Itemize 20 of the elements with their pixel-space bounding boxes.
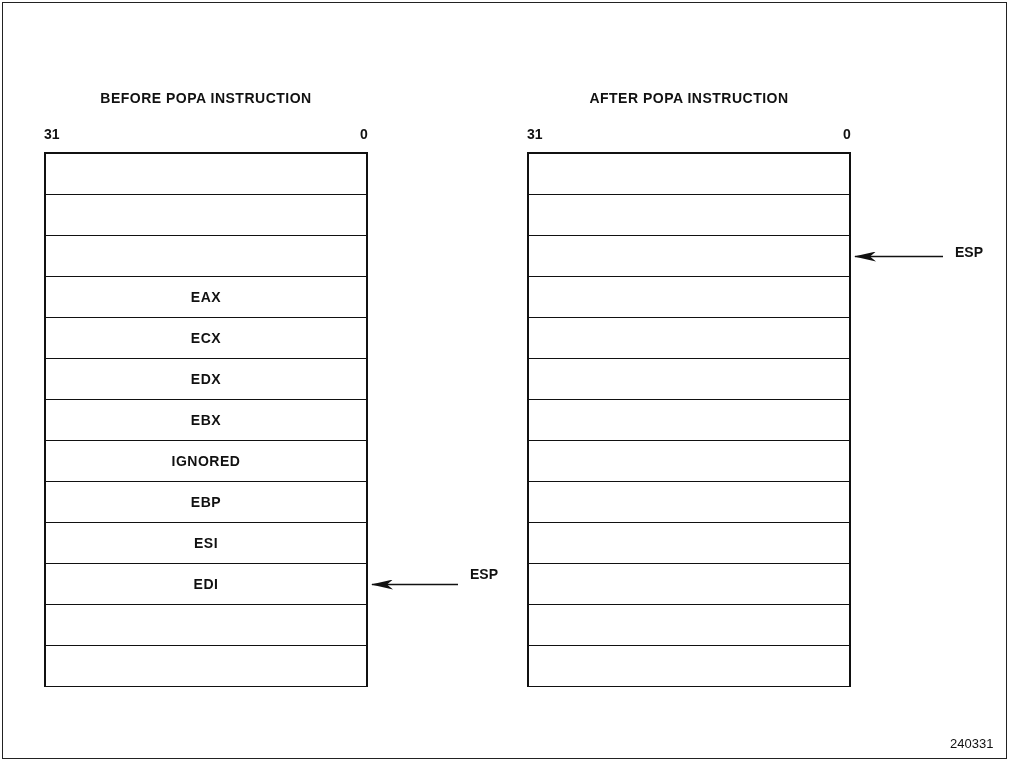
register-slot: ESI: [46, 523, 366, 564]
bit-number: 0: [843, 126, 851, 142]
pointer-label: ESP: [470, 566, 498, 582]
arrow: [854, 251, 944, 262]
memory-stack: [44, 90, 368, 687]
pointer-label: ESP: [955, 244, 983, 260]
register-slot: ECX: [46, 318, 366, 359]
arrow: [371, 579, 459, 590]
bit-number: 31: [44, 126, 60, 142]
register-slot: EBX: [46, 400, 366, 441]
stack-heading: AFTER POPA INSTRUCTION: [588, 90, 790, 106]
stack-heading: BEFORE POPA INSTRUCTION: [99, 90, 313, 106]
register-slot: IGNORED: [46, 441, 366, 482]
bit-number: 31: [527, 126, 543, 142]
figure-number: 240331: [950, 736, 994, 751]
register-slot: EAX: [46, 277, 366, 318]
memory-stack: [527, 90, 851, 687]
bit-number: 0: [360, 126, 368, 142]
register-slot: EDX: [46, 359, 366, 400]
register-slot: EBP: [46, 482, 366, 523]
